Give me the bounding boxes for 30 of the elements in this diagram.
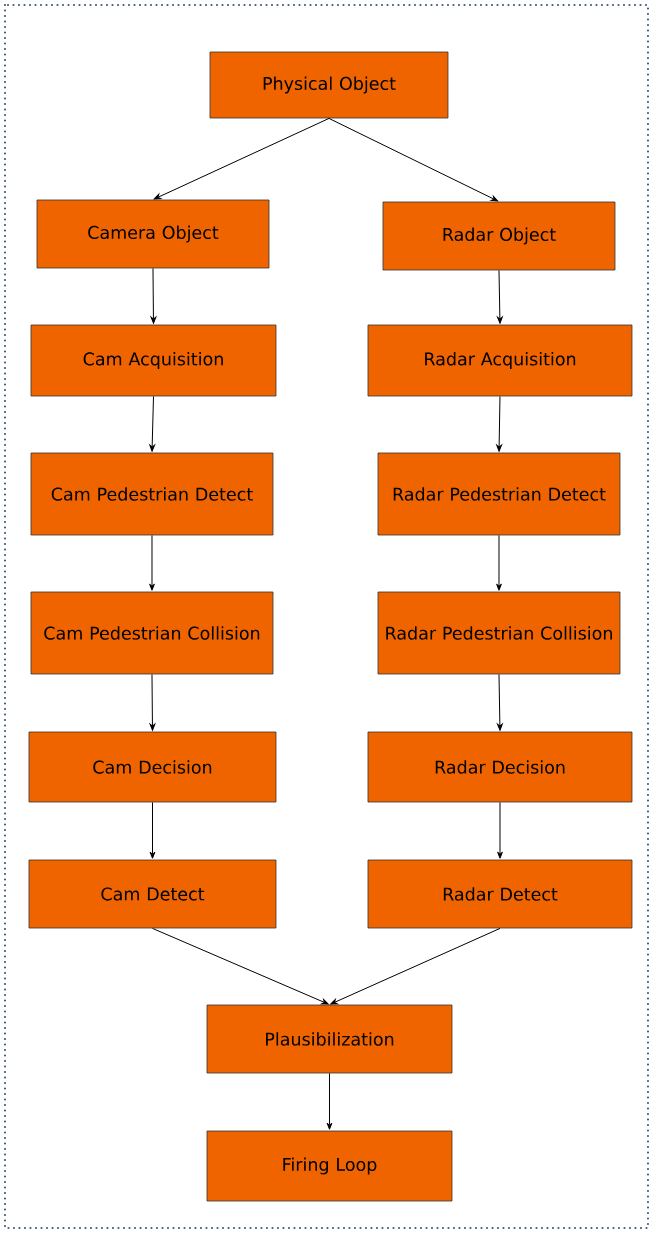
arrow <box>497 673 503 731</box>
process-box: Plausibilization <box>206 1004 453 1074</box>
arrow <box>149 801 156 859</box>
arrow <box>150 267 157 324</box>
arrow <box>153 117 330 200</box>
process-box: Radar Decision <box>367 731 633 803</box>
process-box: Radar Detect <box>367 859 633 929</box>
arrow <box>496 534 502 591</box>
arrow <box>326 1072 333 1130</box>
arrow <box>149 534 155 591</box>
arrow <box>496 395 502 452</box>
arrow <box>497 269 503 324</box>
arrow <box>149 395 156 452</box>
process-box: Camera Object <box>36 199 270 269</box>
arrow <box>149 673 156 731</box>
process-box: Firing Loop <box>206 1130 453 1202</box>
arrow <box>497 801 503 859</box>
arrow <box>328 117 499 202</box>
process-box: Physical Object <box>209 51 449 119</box>
process-box: Cam Pedestrian Detect <box>30 452 274 536</box>
process-box: Cam Decision <box>28 731 277 803</box>
arrow <box>152 927 329 1005</box>
process-box: Radar Acquisition <box>367 324 633 397</box>
process-box: Cam Pedestrian Collision <box>30 591 274 675</box>
process-box: Cam Acquisition <box>30 324 277 397</box>
process-box: Radar Object <box>382 201 616 271</box>
process-box: Cam Detect <box>28 859 277 929</box>
arrow <box>330 927 501 1005</box>
process-box: Radar Pedestrian Collision <box>377 591 621 675</box>
process-box: Radar Pedestrian Detect <box>377 452 621 536</box>
